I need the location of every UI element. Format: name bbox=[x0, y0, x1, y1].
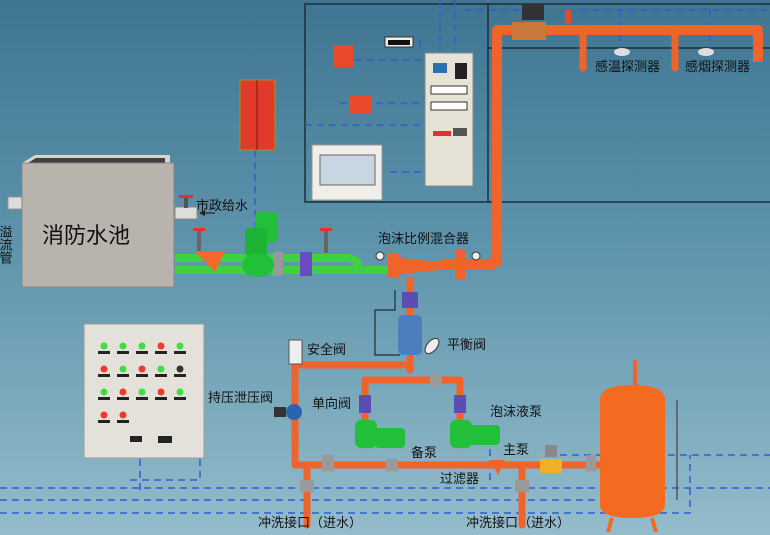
indicator-label-plate bbox=[174, 397, 186, 400]
indicator-light bbox=[119, 388, 127, 396]
pump-control-panel bbox=[83, 323, 205, 459]
indicator-light bbox=[176, 388, 184, 396]
indicator-label-plate bbox=[155, 374, 167, 377]
indicator-light bbox=[138, 388, 146, 396]
indicator-light bbox=[157, 388, 165, 396]
pressure-gauge-icon bbox=[375, 251, 385, 261]
indicator-light bbox=[119, 411, 127, 419]
indicator-label-plate bbox=[136, 397, 148, 400]
indicator-label-plate bbox=[98, 420, 110, 423]
indicator-light bbox=[157, 342, 165, 350]
filter-icon bbox=[490, 460, 505, 475]
check-valve-icon bbox=[300, 252, 312, 276]
municipal-supply-label: 市政给水 bbox=[196, 198, 248, 214]
suction-pipes bbox=[175, 228, 392, 276]
indicator-light bbox=[100, 411, 108, 419]
proportioner-label: 泡沫比例混合器 bbox=[378, 232, 469, 247]
filter-label: 过滤器 bbox=[440, 472, 479, 487]
indicator-light bbox=[157, 365, 165, 373]
fire-water-pump bbox=[242, 212, 277, 277]
indicator-light bbox=[176, 342, 184, 350]
indicator-label-plate bbox=[136, 351, 148, 354]
indicator-label-plate bbox=[174, 351, 186, 354]
solenoid-valve[interactable] bbox=[540, 459, 562, 473]
indicator-label-plate bbox=[174, 374, 186, 377]
pressure-relief-valve-label: 持压泄压阀 bbox=[208, 391, 273, 406]
standby-pump bbox=[355, 420, 405, 448]
monitoring-panel bbox=[311, 144, 383, 201]
check-valve-standby[interactable] bbox=[359, 395, 371, 413]
municipal-supply-valve[interactable]: 市政给水 bbox=[174, 195, 248, 220]
indicator-light bbox=[176, 365, 184, 373]
heat-detector-label: 感温探测器 bbox=[595, 59, 660, 75]
indicator-label-plate bbox=[136, 374, 148, 377]
safety-valve[interactable] bbox=[288, 339, 303, 365]
indicator-light bbox=[138, 342, 146, 350]
smoke-detector-label: 感烟探测器 bbox=[685, 59, 750, 75]
balance-valve[interactable] bbox=[398, 292, 442, 356]
arrow-icon bbox=[199, 210, 205, 216]
indicator-label-plate bbox=[117, 351, 129, 354]
check-valve-label: 单向阀 bbox=[312, 396, 351, 412]
safety-valve-label: 安全阀 bbox=[307, 342, 346, 358]
foam-tank bbox=[600, 360, 678, 533]
indicator-light bbox=[100, 365, 108, 373]
alarm-devices bbox=[333, 36, 414, 113]
indicator-light bbox=[100, 342, 108, 350]
indicator-light bbox=[119, 365, 127, 373]
pool-label: 消防水池 bbox=[42, 224, 130, 249]
filter-icon bbox=[195, 252, 225, 272]
standby-pump-label: 备泵 bbox=[411, 445, 437, 461]
flush-port-left-label: 冲洗接口（进水） bbox=[258, 515, 362, 531]
control-cabinet-red bbox=[239, 79, 276, 151]
overflow-label: 溢流管 bbox=[0, 225, 12, 265]
flush-valve[interactable] bbox=[300, 480, 314, 492]
gate-valve[interactable] bbox=[386, 459, 398, 471]
indicator-label-plate bbox=[98, 351, 110, 354]
pressure-gauge-icon bbox=[471, 251, 481, 261]
main-pump bbox=[450, 420, 500, 448]
gate-valve[interactable] bbox=[586, 455, 596, 471]
check-valve-main[interactable] bbox=[454, 395, 466, 413]
flush-port-right-label: 冲洗接口（进水） bbox=[466, 515, 570, 531]
indicator-label-plate bbox=[98, 374, 110, 377]
indicator-label-plate bbox=[155, 397, 167, 400]
indicator-label-plate bbox=[117, 374, 129, 377]
detectors bbox=[614, 48, 714, 56]
indicator-label-plate bbox=[155, 351, 167, 354]
gate-valve[interactable] bbox=[430, 374, 442, 386]
alarm-valve-icon bbox=[522, 4, 544, 20]
indicator-light bbox=[119, 342, 127, 350]
pressure-relief-valve[interactable] bbox=[274, 404, 302, 420]
indicator-label-plate bbox=[117, 420, 129, 423]
balance-valve-label: 平衡阀 bbox=[447, 338, 486, 353]
foam-pump-label: 泡沫液泵 bbox=[490, 405, 542, 420]
fire-pool: 消防水池 溢流管 bbox=[0, 155, 175, 288]
gate-valve[interactable] bbox=[322, 455, 334, 471]
main-pump-label: 主泵 bbox=[503, 443, 529, 458]
flush-valve[interactable] bbox=[515, 480, 529, 492]
indicator-light bbox=[138, 365, 146, 373]
indicator-label-plate bbox=[117, 397, 129, 400]
indicator-label-plate bbox=[98, 397, 110, 400]
indicator-light bbox=[100, 388, 108, 396]
fire-alarm-controller bbox=[424, 52, 474, 187]
foam-proportioner bbox=[375, 250, 495, 280]
